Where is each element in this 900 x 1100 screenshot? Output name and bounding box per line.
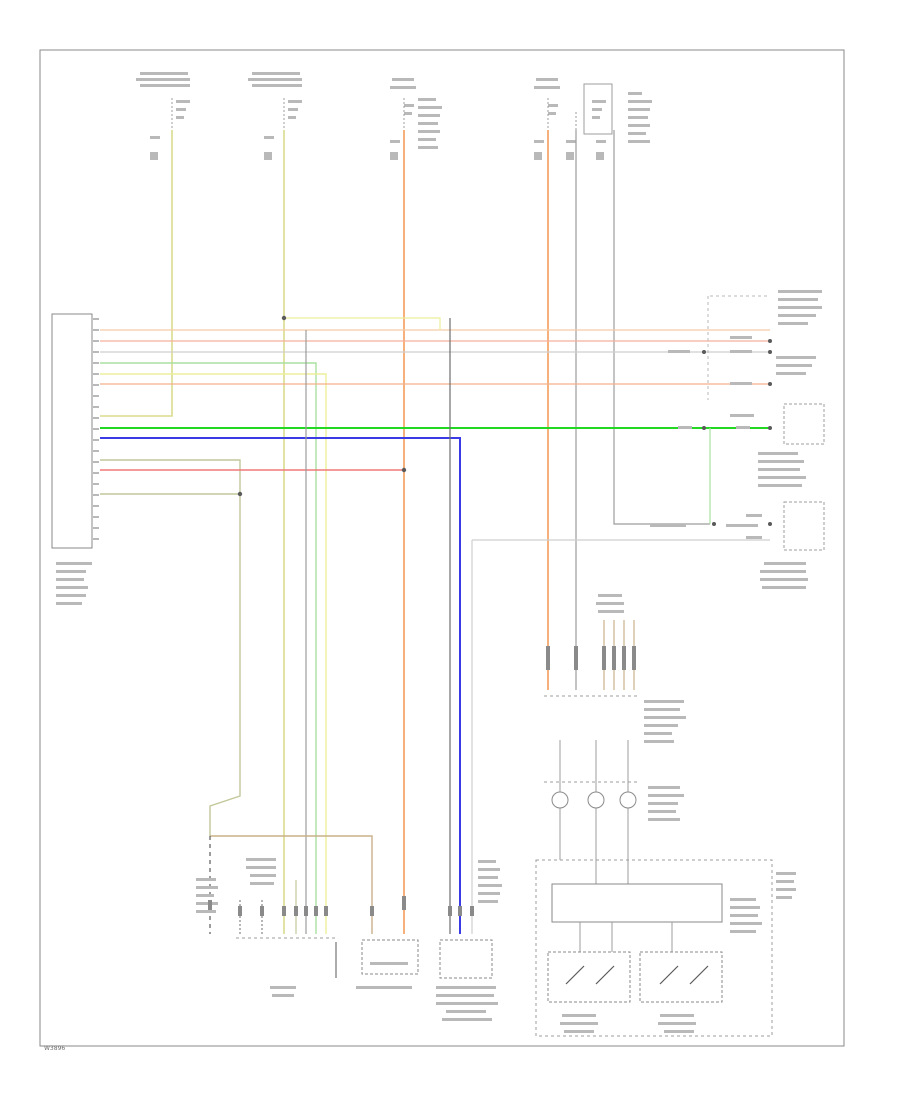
fuse-source-5 xyxy=(583,83,652,160)
wire-yellow-top xyxy=(284,317,441,330)
indicator-lamps xyxy=(544,740,684,884)
wire-row-5 xyxy=(100,373,327,934)
right-component-1 xyxy=(668,290,822,354)
fuse-source-2 xyxy=(248,72,302,160)
diagram-frame xyxy=(39,49,845,1047)
bottom-label-1 xyxy=(270,986,296,997)
junction-dots xyxy=(237,315,407,497)
wire-yellow-1 xyxy=(100,130,173,417)
combination-switch xyxy=(544,594,686,743)
bottom-left-ground xyxy=(196,780,373,934)
right-component-2 xyxy=(730,356,816,386)
diagram-id: W3896 xyxy=(44,1045,65,1052)
wire-row-olive xyxy=(100,459,241,780)
bottom-pin-marks xyxy=(208,646,636,916)
od-relay xyxy=(356,939,419,989)
wire-row-blue xyxy=(100,437,461,934)
ecm-label xyxy=(758,452,806,487)
wire-gray-5 xyxy=(613,130,710,525)
transmission-range-sensor xyxy=(436,860,502,1021)
tcm-connector xyxy=(51,313,99,605)
fuse-source-4 xyxy=(534,78,577,160)
od-control-box xyxy=(535,859,796,1037)
wire-row-4 xyxy=(100,362,317,934)
shift-solenoid-connector xyxy=(239,858,297,934)
combination-meter xyxy=(650,501,825,589)
fuse-source-1 xyxy=(136,72,190,160)
right-component-3 xyxy=(678,403,825,445)
fuse-source-3 xyxy=(390,78,442,160)
